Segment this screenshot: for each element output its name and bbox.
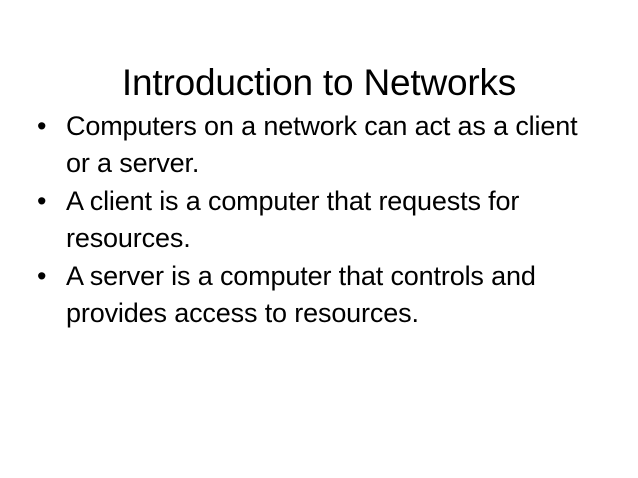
list-item: • Computers on a network can act as a cl… bbox=[30, 108, 608, 182]
list-item: • A client is a computer that requests f… bbox=[30, 183, 608, 257]
list-item-text: A client is a computer that requests for… bbox=[66, 186, 520, 253]
bullet-list: • Computers on a network can act as a cl… bbox=[30, 108, 608, 333]
bullet-dot-icon: • bbox=[37, 261, 47, 291]
bullet-dot-icon: • bbox=[37, 111, 47, 141]
bullet-dot-icon: • bbox=[37, 186, 47, 216]
list-item-text: A server is a computer that controls and… bbox=[66, 261, 536, 328]
list-item: • A server is a computer that controls a… bbox=[30, 258, 608, 332]
page-title: Introduction to Networks bbox=[121, 61, 517, 103]
list-item-text: Computers on a network can act as a clie… bbox=[66, 111, 578, 178]
